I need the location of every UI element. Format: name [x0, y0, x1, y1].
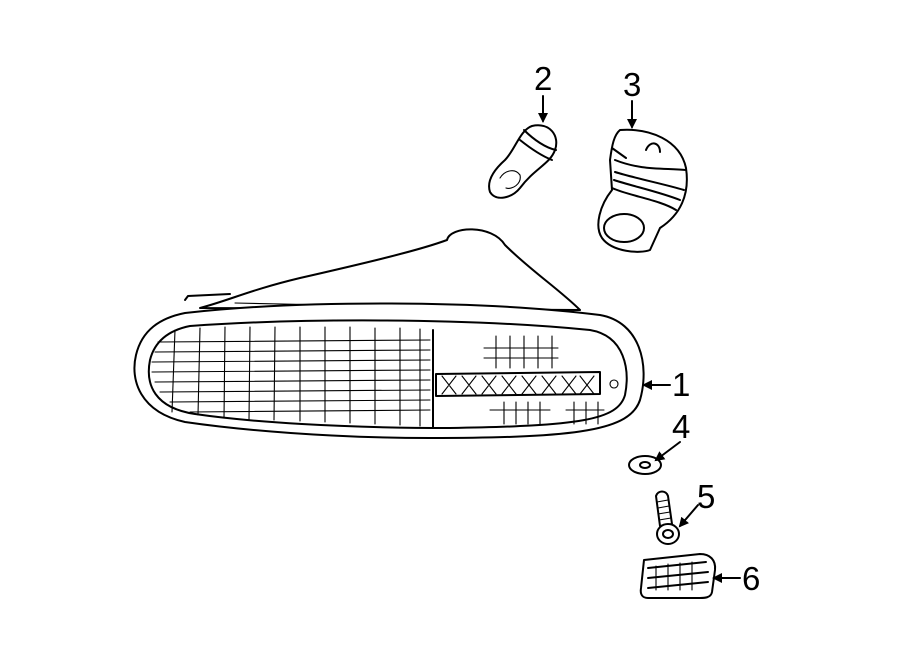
- callout-2: 2: [534, 60, 552, 123]
- callout-6: 6: [712, 560, 760, 597]
- callout-2-number: 2: [534, 60, 552, 97]
- callout-5-number: 5: [697, 478, 715, 515]
- callout-5: 5: [678, 478, 715, 528]
- callout-4-number: 4: [672, 408, 690, 445]
- callout-6-number: 6: [742, 560, 760, 597]
- small-bulb[interactable]: [488, 124, 558, 199]
- callout-3: 3: [623, 66, 641, 129]
- lamp-assembly[interactable]: [133, 228, 645, 439]
- screw[interactable]: [655, 490, 680, 545]
- bulb-socket[interactable]: [597, 128, 688, 253]
- clip-nut[interactable]: [639, 553, 717, 599]
- callout-1: 1: [642, 366, 690, 403]
- washer[interactable]: [628, 455, 662, 475]
- callout-1-number: 1: [672, 366, 690, 403]
- callout-4: 4: [654, 408, 690, 462]
- callout-3-number: 3: [623, 66, 641, 103]
